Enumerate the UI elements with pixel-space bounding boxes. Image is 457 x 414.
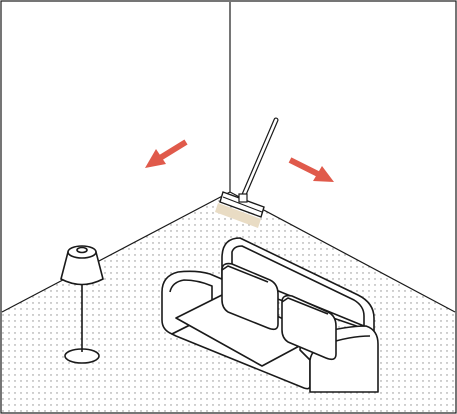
room-illustration (0, 0, 457, 414)
